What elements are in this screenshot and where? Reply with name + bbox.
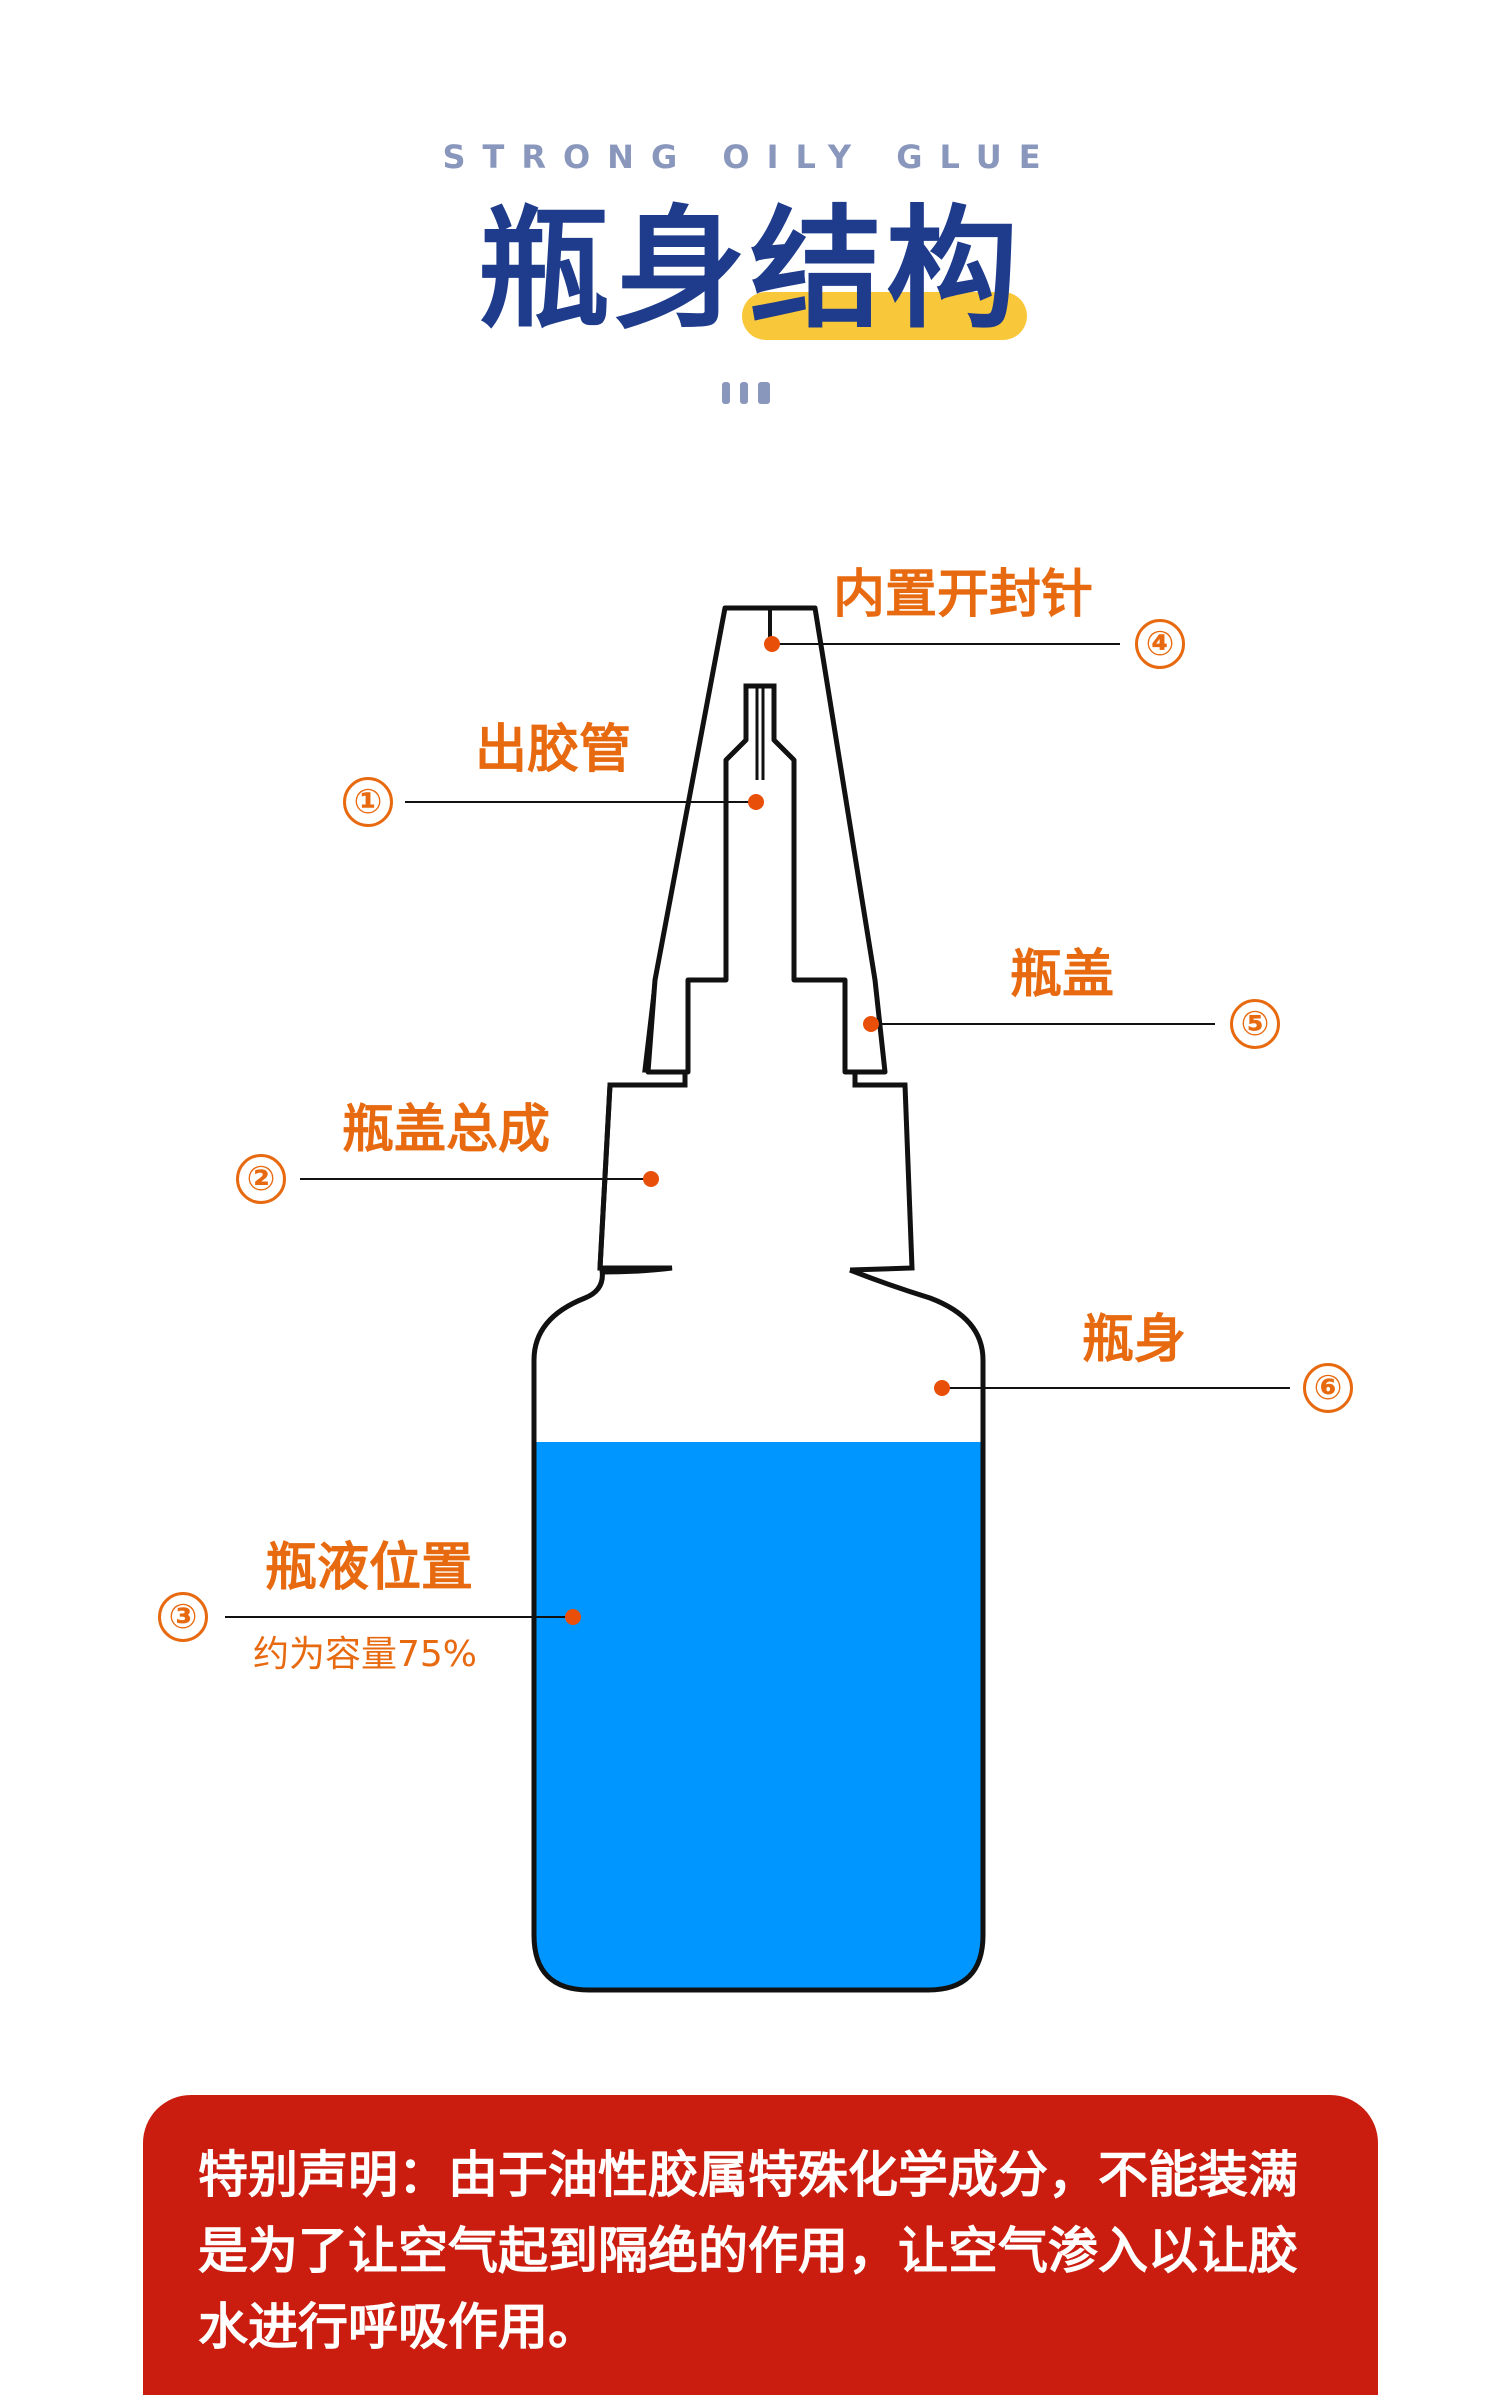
bottle-liquid [534,1442,983,1990]
number-4: ④ [1135,619,1185,669]
cap-body [600,1085,685,1268]
label-liquid-capacity: 约为容量75% [253,1634,478,1675]
label-sealing-pin: 内置开封针 [833,565,1094,625]
bottle-diagram [225,605,1290,1993]
number-5: ⑤ [1230,999,1280,1049]
dot-3 [565,1609,581,1625]
dot-5 [863,1016,879,1032]
label-bottle-body: 瓶身 [1082,1310,1187,1370]
label-liquid-level: 瓶液位置 [265,1538,474,1598]
dot-1 [748,794,764,810]
number-3: ③ [158,1592,208,1642]
cap-outline [645,605,888,1075]
label-cap: 瓶盖 [1010,945,1115,1005]
label-cap-assembly: 瓶盖总成 [342,1100,551,1160]
number-2: ② [236,1154,286,1204]
subtitle: STRONG OILY GLUE [442,138,1058,176]
divider-bars-icon [722,382,778,404]
notice-text: 特别声明：由于油性胶属特殊化学成分，不能装满是为了让空气起到隔绝的作用，让空气渗… [198,2146,1298,2356]
bottle-body-outline [531,1267,986,1993]
page-title: 瓶身结构 [478,193,1022,347]
dot-2 [643,1171,659,1187]
number-1: ① [343,777,393,827]
label-nozzle-tube: 出胶管 [475,720,632,780]
dot-4 [764,636,780,652]
dot-6 [934,1380,950,1396]
notice-panel: 特别声明：由于油性胶属特殊化学成分，不能装满是为了让空气起到隔绝的作用，让空气渗… [143,2095,1378,2395]
nozzle-tube [743,683,777,740]
number-6: ⑥ [1303,1363,1353,1413]
title-highlight-bar [742,292,1027,340]
title-block: 瓶身结构 [0,195,1500,345]
